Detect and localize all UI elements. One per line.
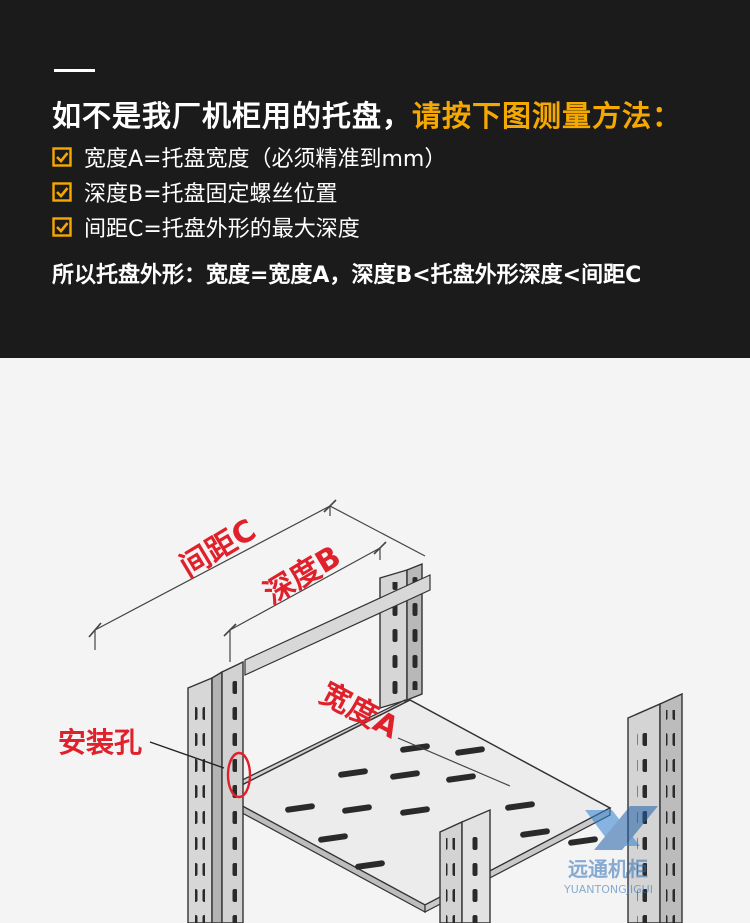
instruction-item-width: 宽度A=托盘宽度（必须精准到mm） (52, 142, 446, 172)
title-highlight: 请按下图测量方法： (412, 99, 683, 133)
rack-shelf-illustration: 间距C 深度B 宽度A 安装孔 远通机柜 YUANTONGJIGUI (58, 499, 683, 923)
front-left-post (187, 660, 244, 923)
brand-logo: 远通机柜 YUANTONGJIGUI (563, 806, 658, 896)
checkbox-checked-icon (52, 217, 72, 237)
label-spacing-c: 间距C (174, 513, 262, 585)
checkbox-checked-icon (52, 147, 72, 167)
title-dash (54, 69, 95, 72)
label-mounting-hole: 安装孔 (58, 726, 142, 759)
page-title: 如不是我厂机柜用的托盘，请按下图测量方法： (52, 93, 682, 135)
label-depth-b: 深度B (258, 539, 347, 612)
instruction-text: 深度B=托盘固定螺丝位置 (84, 182, 338, 207)
instruction-item-depth: 深度B=托盘固定螺丝位置 (52, 177, 338, 207)
instruction-text: 宽度A=托盘宽度（必须精准到mm） (84, 147, 447, 172)
measurement-diagram: 间距C 深度B 宽度A 安装孔 远通机柜 YUANTONGJIGUI (0, 358, 750, 923)
front-middle-post (439, 808, 491, 923)
title-main: 如不是我厂机柜用的托盘， (52, 99, 413, 133)
instruction-text: 间距C=托盘外形的最大深度 (84, 217, 360, 242)
rear-rail (244, 574, 431, 676)
watermark-cn: 远通机柜 (568, 857, 648, 881)
instruction-item-spacing: 间距C=托盘外形的最大深度 (52, 212, 360, 242)
checkbox-checked-icon (52, 182, 72, 202)
watermark-en: YUANTONGJIGUI (563, 883, 653, 896)
summary-text: 所以托盘外形：宽度=宽度A，深度B<托盘外形深度<间距C (52, 263, 642, 288)
tray (220, 699, 612, 914)
dimension-lines (88, 499, 426, 662)
instruction-header: 如不是我厂机柜用的托盘，请按下图测量方法： 宽度A=托盘宽度（必须精准到mm） … (0, 0, 750, 358)
mounting-hole-marker (226, 751, 252, 799)
